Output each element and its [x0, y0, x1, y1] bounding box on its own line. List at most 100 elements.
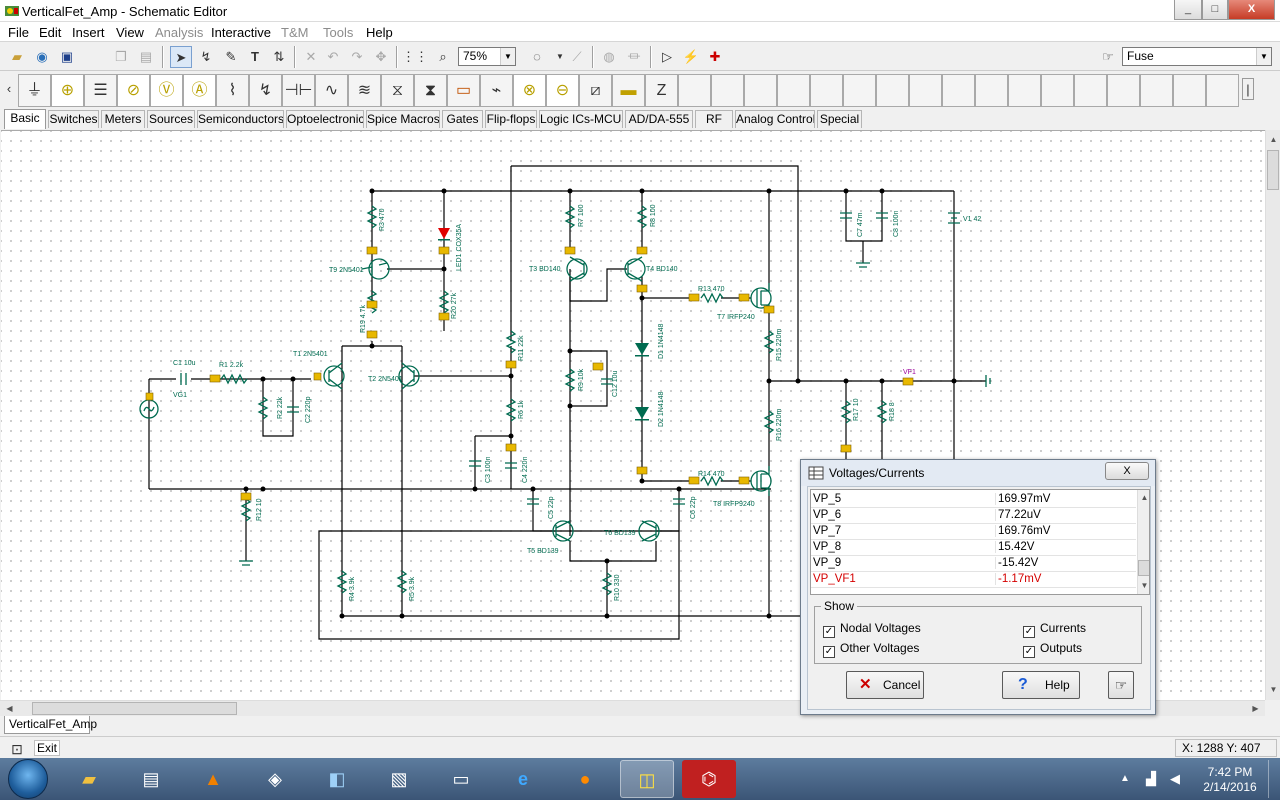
- resistor-value-icon[interactable]: ⏛: [627, 49, 641, 64]
- volume-icon[interactable]: ◀: [1170, 771, 1180, 786]
- menu-tm[interactable]: T&M: [281, 25, 309, 40]
- firefox-icon[interactable]: ●: [579, 769, 591, 789]
- tab-optoelectronic[interactable]: Optoelectronic: [286, 110, 364, 128]
- wd-icon[interactable]: ◈: [268, 769, 282, 789]
- scroll-thumb[interactable]: [1138, 560, 1149, 576]
- tab-spice-macros[interactable]: Spice Macros: [366, 110, 440, 128]
- capacitor-icon[interactable]: ⊣⊢: [282, 74, 315, 107]
- menu-view[interactable]: View: [116, 25, 144, 40]
- probe-icon[interactable]: ⟋: [572, 49, 582, 64]
- monitor-app-icon[interactable]: ▭: [452, 769, 470, 789]
- delete-icon[interactable]: ✕: [305, 49, 317, 64]
- grid-icon[interactable]: ⋮⋮: [402, 49, 428, 64]
- menu-tools[interactable]: Tools: [323, 25, 354, 40]
- motor-icon[interactable]: ⊖: [546, 74, 579, 107]
- ammeter-icon[interactable]: Ⓐ: [183, 74, 216, 107]
- exit-button[interactable]: Exit: [34, 740, 60, 756]
- nodal-voltages-checkbox[interactable]: ✓Nodal Voltages: [823, 621, 921, 638]
- scroll-left-icon[interactable]: ‹: [6, 81, 12, 96]
- diode-icon[interactable]: ▷: [662, 49, 672, 64]
- tab-special[interactable]: Special: [817, 110, 862, 128]
- maximize-button[interactable]: □: [1202, 0, 1228, 20]
- lamp-icon[interactable]: ⊗: [513, 74, 546, 107]
- outputs-checkbox[interactable]: ✓Outputs: [1023, 641, 1082, 658]
- help-button[interactable]: ? Help: [1002, 671, 1080, 699]
- voltmeter-icon[interactable]: Ⓥ: [150, 74, 183, 107]
- ie-icon[interactable]: e: [517, 769, 528, 789]
- schematic-canvas[interactable]: R3 470 LED1 COX35A T9 2N5401 R19 4.7k R2…: [1, 130, 1265, 700]
- globe-icon[interactable]: ◉: [36, 49, 48, 64]
- cancel-button[interactable]: ✕ Cancel: [846, 671, 924, 699]
- document-tab[interactable]: VerticalFet_Amp: [4, 716, 97, 734]
- dialog-close-button[interactable]: X: [1105, 462, 1149, 480]
- text-icon[interactable]: T: [251, 49, 259, 64]
- dc-analysis-icon[interactable]: ◌: [533, 49, 541, 64]
- zoom-select[interactable]: 75%▼: [458, 47, 516, 66]
- vertical-scrollbar[interactable]: ▲ ▼: [1265, 130, 1280, 700]
- meter-icon[interactable]: ◍: [603, 49, 615, 64]
- battery-icon[interactable]: ⊕: [51, 74, 84, 107]
- tab-meters[interactable]: Meters: [101, 110, 145, 128]
- program-icon[interactable]: ▧: [390, 769, 408, 789]
- tab-rf[interactable]: RF: [695, 110, 733, 128]
- wire-icon[interactable]: ↯: [200, 49, 212, 64]
- redo-icon[interactable]: ↷: [351, 49, 363, 64]
- clock[interactable]: 7:42 PM 2/14/2016: [1195, 765, 1265, 795]
- scroll-thumb[interactable]: [32, 702, 237, 715]
- table-row[interactable]: VP_VF1-1.17mV: [811, 572, 1136, 588]
- pin-icon[interactable]: ✚: [709, 49, 721, 64]
- potentiometer-icon[interactable]: ↯: [249, 74, 282, 107]
- varistor-icon[interactable]: ⧄: [579, 74, 612, 107]
- minimize-button[interactable]: _: [1174, 0, 1202, 20]
- menu-file[interactable]: File: [8, 25, 29, 40]
- menu-edit[interactable]: Edit: [39, 25, 62, 40]
- pencil-icon[interactable]: ✎: [225, 49, 237, 64]
- scroll-down-icon[interactable]: ▼: [1269, 685, 1278, 694]
- tab-semiconductors[interactable]: Semiconductors: [197, 110, 284, 128]
- currents-checkbox[interactable]: ✓Currents: [1023, 621, 1086, 638]
- menu-interactive[interactable]: Interactive: [211, 25, 271, 40]
- switch-icon[interactable]: ⌁: [480, 74, 513, 107]
- ground-icon[interactable]: ⏚: [18, 74, 51, 107]
- tab-ad-da[interactable]: AD/DA-555: [625, 110, 693, 128]
- fuse-icon[interactable]: ▬: [612, 74, 645, 107]
- menu-analysis[interactable]: Analysis: [155, 25, 204, 40]
- dropdown-icon[interactable]: ▼: [556, 52, 564, 61]
- zoom-icon[interactable]: ⌕: [439, 49, 447, 64]
- table-scrollbar[interactable]: ▲ ▼: [1137, 490, 1149, 594]
- tab-sources[interactable]: Sources: [147, 110, 195, 128]
- impedance-icon[interactable]: Z: [645, 74, 678, 107]
- close-button[interactable]: X: [1228, 0, 1275, 20]
- paste-icon[interactable]: ▤: [139, 49, 153, 64]
- inductor-icon[interactable]: ∿: [315, 74, 348, 107]
- tab-logic-ics[interactable]: Logic ICs-MCUs: [539, 110, 623, 128]
- menu-help[interactable]: Help: [366, 25, 393, 40]
- tab-gates[interactable]: Gates: [442, 110, 483, 128]
- dialog-title-bar[interactable]: Voltages/Currents X: [801, 460, 1155, 486]
- window-icon[interactable]: ⊡: [11, 741, 23, 757]
- resistor-icon[interactable]: ⌇: [216, 74, 249, 107]
- screenshot-app-icon[interactable]: ◧: [328, 769, 346, 789]
- component-search[interactable]: Fuse▼: [1122, 47, 1272, 66]
- find-component-icon[interactable]: ☞: [1102, 49, 1114, 64]
- show-desktop-button[interactable]: [1268, 760, 1280, 798]
- other-voltages-checkbox[interactable]: ✓Other Voltages: [823, 641, 919, 658]
- copy-icon[interactable]: ❐: [115, 49, 127, 64]
- scroll-thumb[interactable]: [1267, 150, 1279, 190]
- scroll-up-icon[interactable]: ▲: [1269, 135, 1278, 144]
- select-arrow-icon[interactable]: ➤: [170, 46, 192, 68]
- network-icon[interactable]: ▟: [1146, 771, 1156, 786]
- open-folder-icon[interactable]: ▰: [12, 49, 22, 64]
- tray-arrow-icon[interactable]: ▲: [1120, 773, 1130, 784]
- tab-analog-control[interactable]: Analog Control: [735, 110, 815, 128]
- rotate-icon[interactable]: ⇅: [273, 49, 285, 64]
- scroll-down-icon[interactable]: ▼: [1140, 581, 1149, 590]
- pdf-icon[interactable]: ⌬: [682, 760, 736, 798]
- transformer2-icon[interactable]: ⧗: [414, 74, 447, 107]
- tab-switches[interactable]: Switches: [48, 110, 99, 128]
- scroll-right-icon[interactable]: ▶: [1252, 704, 1259, 713]
